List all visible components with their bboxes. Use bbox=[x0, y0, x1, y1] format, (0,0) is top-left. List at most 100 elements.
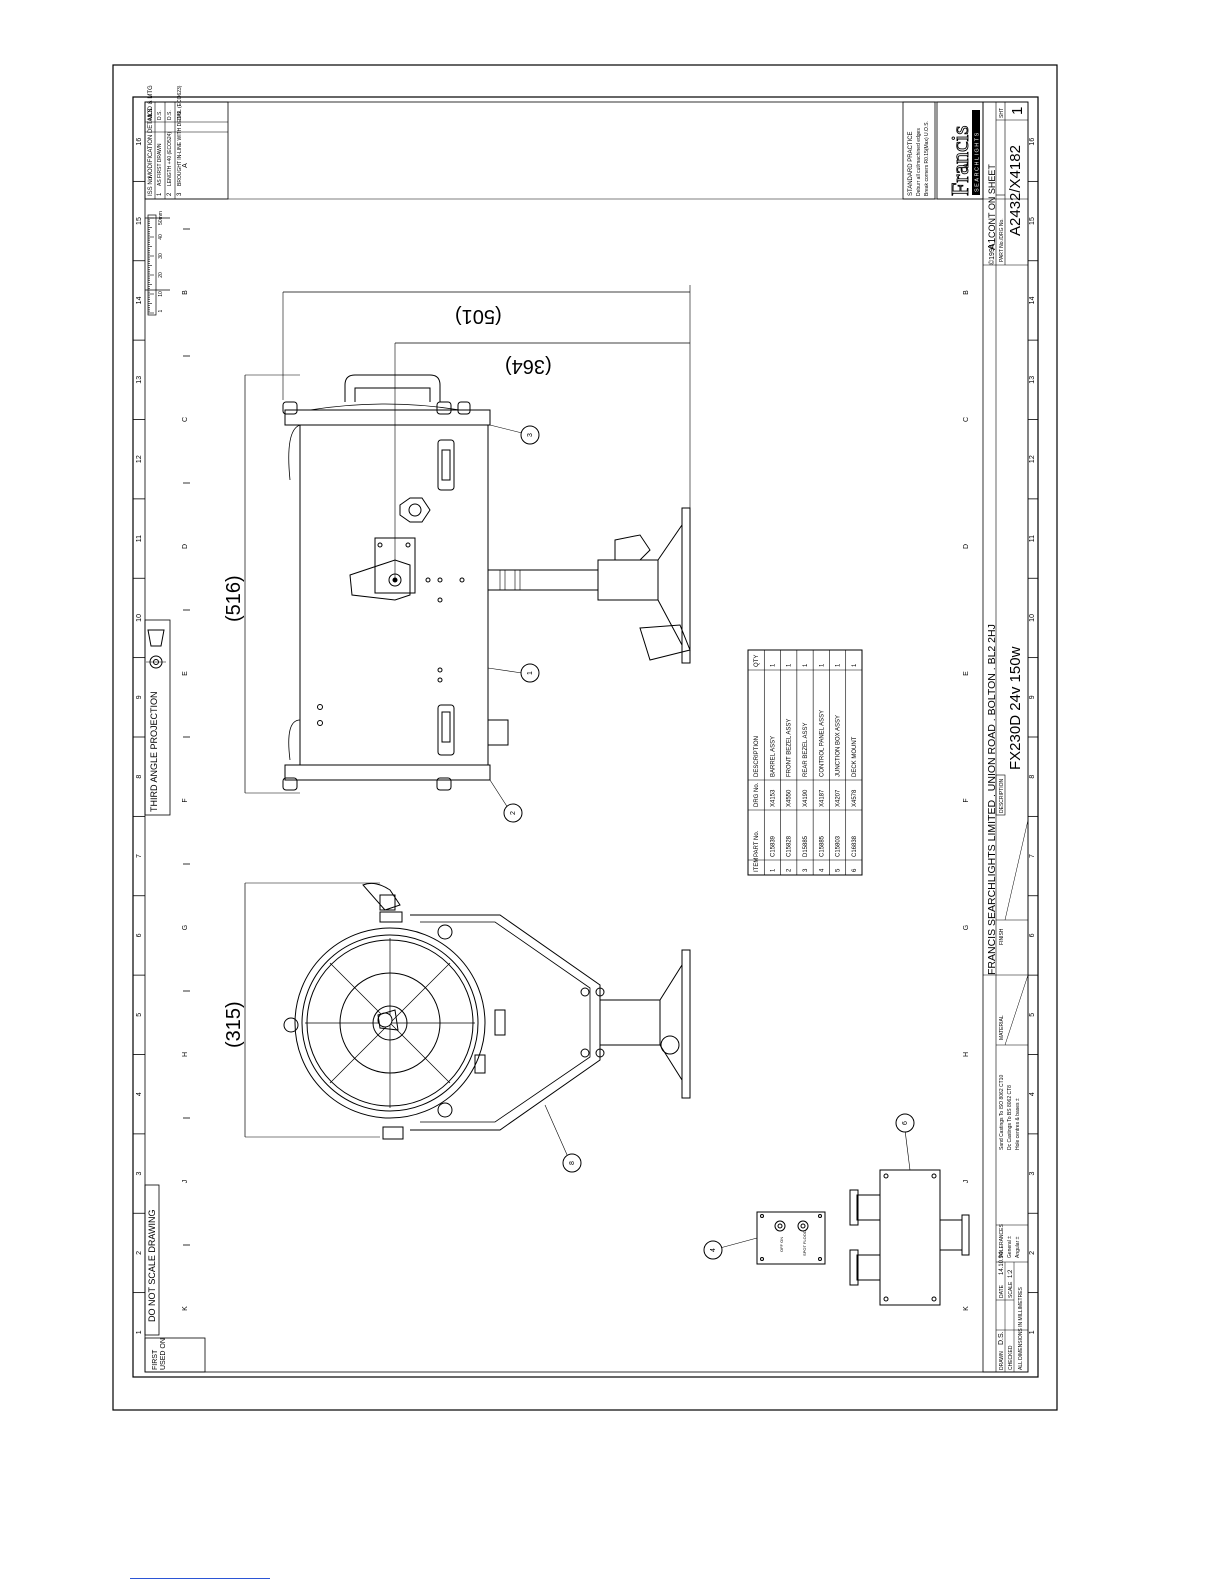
rev-header-detail: MODIFICATION DETAILS bbox=[148, 109, 154, 178]
scale-bar-label: 1 bbox=[158, 309, 164, 312]
balloon-number: 4 bbox=[710, 1248, 717, 1252]
parts-cell: X4187 bbox=[819, 789, 825, 807]
zone-number-left: 12 bbox=[136, 455, 143, 463]
parts-cell: 1 bbox=[819, 663, 825, 667]
rev-row-iss: 3 bbox=[177, 192, 183, 196]
parts-cell: 2 bbox=[787, 868, 793, 872]
standard-practice-title: STANDARD PRACTICE bbox=[908, 131, 914, 196]
zone-number-right: 4 bbox=[1029, 1092, 1036, 1096]
balloon-number: 6 bbox=[902, 1121, 909, 1125]
zone-number-right: 1 bbox=[1029, 1330, 1036, 1334]
balloon-item-8: 8 bbox=[544, 1104, 582, 1173]
zone-number-left: 13 bbox=[136, 376, 143, 384]
rev-row-detail: AS FIRST DRAWN bbox=[157, 143, 163, 186]
parts-cell: 1 bbox=[770, 663, 776, 667]
description-value: FX230D 24v 150w bbox=[1007, 646, 1024, 770]
standard-practice: STANDARD PRACTICE Deburr all cut/machine… bbox=[902, 101, 936, 200]
projection-label: THIRD ANGLE PROJECTION bbox=[149, 691, 159, 812]
control-panel-left-label: OFF ON bbox=[779, 1237, 784, 1252]
zone-letter-right: G bbox=[963, 925, 970, 930]
side-view bbox=[244, 285, 691, 794]
parts-cell: CONTROL PANEL ASSY bbox=[819, 710, 825, 777]
zone-letter-left: A bbox=[182, 163, 189, 168]
front-view bbox=[244, 882, 691, 1140]
zone-number-left: 7 bbox=[136, 854, 143, 858]
zone-letter-right: E bbox=[963, 671, 970, 676]
zone-number-right: 3 bbox=[1029, 1172, 1036, 1176]
dim-body-length: (516) bbox=[223, 575, 245, 622]
parts-cell: 4 bbox=[819, 868, 825, 872]
finish-label: FINISH bbox=[999, 928, 1005, 945]
scale-label-tb: SCALE bbox=[1008, 1281, 1014, 1298]
balloon-number: 1 bbox=[527, 671, 534, 675]
parts-cell: 1 bbox=[852, 663, 858, 667]
part-no: A2432/X4182 bbox=[1007, 145, 1024, 236]
parts-header-cell: ITEM bbox=[754, 858, 760, 872]
balloon-item-1: 1 bbox=[487, 663, 540, 683]
balloon-item-6: 6 bbox=[895, 1113, 915, 1171]
parts-cell: 1 bbox=[836, 663, 842, 667]
parts-cell: 1 bbox=[770, 868, 776, 872]
parts-cell: X4578 bbox=[852, 789, 858, 807]
zone-number-left: 2 bbox=[136, 1251, 143, 1255]
standard-practice-line2: Break corners R0.15(Max) U.O.S. bbox=[924, 121, 930, 196]
parts-cell: BARREL ASSY bbox=[770, 736, 776, 777]
parts-cell: 3 bbox=[803, 868, 809, 872]
zone-number-right: 9 bbox=[1029, 695, 1036, 699]
zone-letter-left: B bbox=[182, 290, 189, 295]
note-2: Dc Castings To BS 8062 CT8 bbox=[1007, 1085, 1013, 1150]
scale-bar-label: 20 bbox=[158, 272, 164, 278]
zone-number-left: 4 bbox=[136, 1092, 143, 1096]
zone-letter-left: D bbox=[182, 544, 189, 549]
parts-cell: C15828 bbox=[787, 835, 793, 857]
drawing-border bbox=[132, 96, 1039, 1378]
parts-cell: C15803 bbox=[836, 835, 842, 857]
parts-cell: 1 bbox=[787, 663, 793, 667]
balloon-item-3: 3 bbox=[489, 424, 540, 445]
balloon-item-4: 4 bbox=[703, 1237, 758, 1260]
parts-cell: DECK MOUNT bbox=[852, 736, 858, 777]
title-block: Francis SEARCHLIGHTS A1 ©1994 CONT ON SH… bbox=[936, 101, 1029, 1373]
balloon-number: 3 bbox=[527, 433, 534, 437]
control-panel-right-label: SPOT FLOOD bbox=[802, 1230, 807, 1256]
rev-row-by: D.S. bbox=[167, 110, 173, 120]
note-3: Hole centres & bases ± bbox=[1015, 1098, 1021, 1150]
logo-text: Francis bbox=[948, 125, 974, 196]
company-line: FRANCIS SEARCHLIGHTS LIMITED . UNION ROA… bbox=[986, 624, 998, 975]
parts-cell: C16838 bbox=[852, 835, 858, 857]
parts-header-cell: DRG No. bbox=[754, 782, 760, 807]
zone-number-right: 6 bbox=[1029, 933, 1036, 937]
parts-cell: 6 bbox=[852, 868, 858, 872]
dim-length-total: (501) bbox=[455, 305, 502, 327]
date-value: 14.10.94 bbox=[999, 1251, 1005, 1275]
parts-cell: REAR BEZEL ASSY bbox=[803, 723, 809, 777]
dim-front-height: (315) bbox=[223, 1001, 245, 1048]
copyright: ©1994 bbox=[988, 244, 996, 265]
projection-symbol bbox=[146, 629, 166, 669]
date-label: DATE bbox=[999, 1284, 1005, 1298]
zone-letter-right: H bbox=[963, 1052, 970, 1057]
zone-letter-right: B bbox=[963, 290, 970, 295]
standard-practice-line1: Deburr all cut/machined edges bbox=[916, 128, 922, 196]
parts-cell: FRONT BEZEL ASSY bbox=[787, 719, 793, 777]
parts-cell: X4207 bbox=[836, 789, 842, 807]
zone-number-left: 5 bbox=[136, 1013, 143, 1017]
revision-table: ISS No MODIFICATION DETAILS MOD & MTG 1A… bbox=[144, 85, 1028, 200]
zone-letter-right: D bbox=[963, 544, 970, 549]
zone-number-right: 16 bbox=[1029, 138, 1036, 146]
zone-number-left: 14 bbox=[136, 296, 143, 304]
scale-bar-label: 50mm bbox=[158, 211, 164, 225]
zone-number-right: 11 bbox=[1029, 535, 1036, 542]
zone-letter-left: F bbox=[182, 798, 189, 802]
left-band: THIRD ANGLE PROJECTION DO NOT SCALE DRAW… bbox=[144, 211, 206, 1373]
zone-number-left: 9 bbox=[136, 695, 143, 699]
parts-cell: X4153 bbox=[770, 789, 776, 807]
footer-link-underline bbox=[130, 1578, 270, 1579]
zone-number-right: 13 bbox=[1029, 376, 1036, 384]
note-1: Sand Castings To ISO 8062 CT10 bbox=[999, 1075, 1005, 1150]
parts-cell: C15839 bbox=[770, 835, 776, 857]
